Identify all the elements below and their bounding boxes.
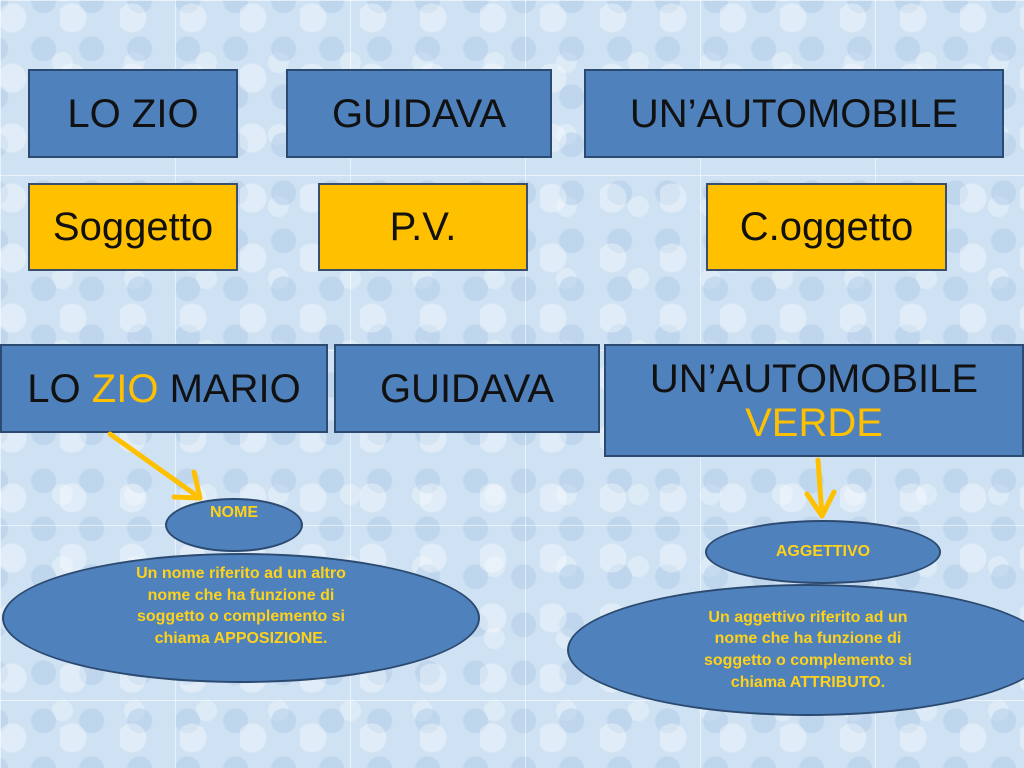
attributo-line-4: chiama ATTRIBUTO. <box>730 673 886 691</box>
expanded-subject-text: LO ZIO MARIO <box>27 367 300 411</box>
expanded-subject-box: LO ZIO MARIO <box>0 344 328 433</box>
apposizione-line-4: chiama APPOSIZIONE. <box>154 629 328 647</box>
expanded-verb-text: GUIDAVA <box>379 366 555 411</box>
label-soggetto-box: Soggetto <box>28 183 238 271</box>
apposizione-line-2: nome che ha funzione di <box>147 586 335 604</box>
expanded-object-line1: UN’AUTOMOBILE <box>649 356 979 401</box>
label-soggetto-text: Soggetto <box>52 205 214 249</box>
label-pv-box: P.V. <box>318 183 528 271</box>
sentence-object-box: UN’AUTOMOBILE <box>584 69 1004 158</box>
nome-tag-ellipse: NOME <box>165 498 303 552</box>
sentence-subject-box: LO ZIO <box>28 69 238 158</box>
label-coggetto-box: C.oggetto <box>706 183 947 271</box>
label-coggetto-text: C.oggetto <box>739 205 914 249</box>
nome-tag-text: NOME <box>210 504 258 521</box>
expanded-subject-post: MARIO <box>169 366 301 411</box>
attributo-line-1: Un aggettivo riferito ad un <box>708 608 908 626</box>
aggettivo-tag-ellipse: AGGETTIVO <box>705 520 941 584</box>
arrow-to-aggettivo-icon <box>804 457 837 519</box>
attribute-word: VERDE <box>745 400 883 445</box>
attributo-line-2: nome che ha funzione di <box>714 630 902 648</box>
label-pv-text: P.V. <box>389 205 457 249</box>
arrow-to-nome-icon <box>107 431 203 501</box>
apposizione-line-3: soggetto o complemento si <box>136 608 345 626</box>
expanded-subject-pre: LO <box>27 366 81 411</box>
attributo-line-3: soggetto o complemento si <box>703 652 912 669</box>
expanded-object-box: UN’AUTOMOBILE VERDE <box>604 344 1024 457</box>
apposizione-definition-text: Un nome riferito ad un altro nome che ha… <box>136 563 346 649</box>
sentence-object-text: UN’AUTOMOBILE <box>629 91 959 136</box>
expanded-object-text: UN’AUTOMOBILE VERDE <box>650 357 978 445</box>
sentence-subject-text: LO ZIO <box>67 91 199 136</box>
attributo-definition-ellipse: Un aggettivo riferito ad un nome che ha … <box>567 584 1024 716</box>
sentence-verb-box: GUIDAVA <box>286 69 552 158</box>
attributo-definition-text: Un aggettivo riferito ad un nome che ha … <box>704 607 912 693</box>
apposizione-line-1: Un nome riferito ad un altro <box>136 565 346 582</box>
sentence-verb-text: GUIDAVA <box>331 91 507 136</box>
apposition-head-word: ZIO <box>91 366 159 411</box>
expanded-verb-box: GUIDAVA <box>334 344 600 433</box>
apposizione-definition-ellipse: Un nome riferito ad un altro nome che ha… <box>2 553 480 683</box>
aggettivo-tag-text: AGGETTIVO <box>775 543 871 561</box>
